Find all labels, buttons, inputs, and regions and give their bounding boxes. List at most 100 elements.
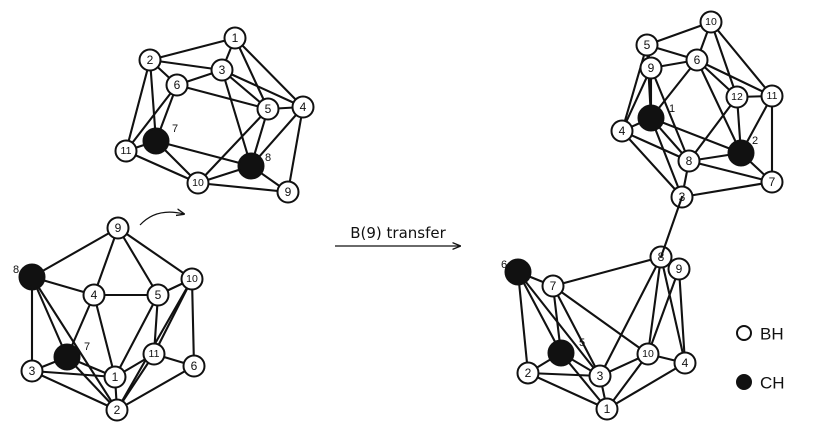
ch-vertex-8 — [18, 263, 46, 291]
bond-5-4 — [620, 43, 649, 133]
bond-9-10 — [646, 267, 681, 356]
bond-12-8 — [687, 95, 739, 163]
vertex-label-6: 6 — [191, 359, 198, 373]
bond-9-10 — [116, 226, 194, 281]
vertex-label-6: 6 — [694, 53, 701, 67]
bond-9-4 — [620, 66, 653, 133]
bond-4-1 — [92, 293, 117, 379]
vertex-label-4: 4 — [682, 356, 689, 370]
bh-vertex-2 — [138, 48, 162, 72]
bh-vertex-2 — [105, 398, 129, 422]
inter-cluster-bond — [659, 195, 684, 259]
vertex-label-2: 2 — [752, 135, 758, 147]
bh-vertex-4 — [82, 283, 106, 307]
bond-5-1 — [113, 293, 160, 379]
transfer-curved-arrow — [139, 212, 184, 226]
bond-8-7 — [687, 159, 774, 184]
bond-1-4 — [233, 36, 305, 109]
vertex-label-5: 5 — [265, 102, 272, 116]
bond-1-2 — [148, 36, 237, 62]
bond-11-6 — [695, 58, 774, 98]
vertex-label-1: 1 — [604, 402, 611, 416]
bond-4-9 — [286, 105, 305, 194]
legend: BH CH — [736, 325, 785, 393]
bond-2-3 — [148, 58, 224, 72]
bh-vertex-2 — [516, 361, 540, 385]
bond-2-7 — [148, 58, 158, 143]
legend-bh-symbol — [736, 325, 752, 341]
bh-vertex-10 — [699, 10, 723, 34]
bond-3-8 — [220, 68, 253, 168]
bond-7-3 — [551, 284, 602, 378]
vertex-label-1: 1 — [112, 370, 119, 384]
vertex-label-7: 7 — [84, 341, 90, 353]
bh-vertex-8 — [677, 149, 701, 173]
bond-7-8 — [551, 255, 663, 288]
bh-vertex-10 — [186, 171, 210, 195]
bh-vertex-10 — [180, 267, 204, 291]
vertex-label-10: 10 — [186, 273, 198, 285]
ch-vertex-7 — [142, 127, 170, 155]
bond-10-12 — [709, 20, 739, 99]
bond-7-8 — [154, 139, 253, 168]
vertex-label-10: 10 — [642, 348, 654, 360]
vertex-label-11: 11 — [121, 145, 132, 157]
bond-6-5 — [175, 83, 270, 111]
bond-6-5 — [516, 270, 563, 355]
ch-vertex-5 — [547, 339, 575, 367]
bh-vertex-5 — [635, 33, 659, 57]
vertex-label-12: 12 — [731, 91, 743, 103]
bond-6-3 — [516, 270, 602, 378]
bond-1-2 — [649, 116, 743, 155]
bond-5-10 — [196, 107, 270, 185]
vertex-label-10: 10 — [192, 177, 204, 189]
bond-9-8 — [649, 66, 691, 163]
vertex-label-2: 2 — [114, 403, 121, 417]
bond-6-11 — [124, 83, 179, 153]
bh-vertex-12 — [725, 85, 749, 109]
bh-vertex-7 — [541, 274, 565, 298]
bh-vertex-5 — [146, 283, 170, 307]
ch-vertex-7 — [53, 343, 81, 371]
bond-4-3 — [620, 129, 684, 199]
vertex-label-4: 4 — [619, 124, 626, 138]
bh-vertex-4 — [610, 119, 634, 143]
bh-vertex-9 — [639, 56, 663, 80]
bond-1-3 — [649, 116, 684, 199]
vertex-label-8: 8 — [13, 264, 19, 276]
legend-bh-label: BH — [760, 325, 784, 344]
vertex-label-11: 11 — [767, 90, 778, 102]
vertex-label-6: 6 — [501, 259, 507, 271]
bh-vertex-1 — [223, 26, 247, 50]
bond-10-6 — [190, 277, 196, 368]
bh-vertex-3 — [588, 364, 612, 388]
ch-vertex-6 — [504, 258, 532, 286]
bond-8-4 — [659, 255, 687, 365]
vertex-label-4: 4 — [300, 100, 307, 114]
vertex-label-3: 3 — [29, 364, 36, 378]
bond-3-4 — [220, 68, 305, 109]
bond-10-11 — [709, 20, 774, 98]
bh-vertex-9 — [106, 216, 130, 240]
vertex-label-1: 1 — [232, 31, 239, 45]
reaction-arrow: B(9) transfer — [335, 224, 460, 246]
bond-6-2 — [115, 364, 196, 412]
bond-4-8 — [620, 129, 691, 163]
bh-vertex-6 — [685, 48, 709, 72]
bh-vertex-1 — [103, 365, 127, 389]
bh-vertex-9 — [667, 257, 691, 281]
vertex-label-4: 4 — [91, 288, 98, 302]
vertex-label-11: 11 — [149, 348, 160, 360]
bh-vertex-1 — [595, 397, 619, 421]
ch-vertex-8 — [237, 152, 265, 180]
bond-2-1 — [526, 371, 609, 411]
bh-vertex-4 — [291, 95, 315, 119]
bond-7-3 — [680, 180, 774, 199]
vertex-label-9: 9 — [648, 61, 655, 75]
bh-vertex-11 — [114, 139, 138, 163]
